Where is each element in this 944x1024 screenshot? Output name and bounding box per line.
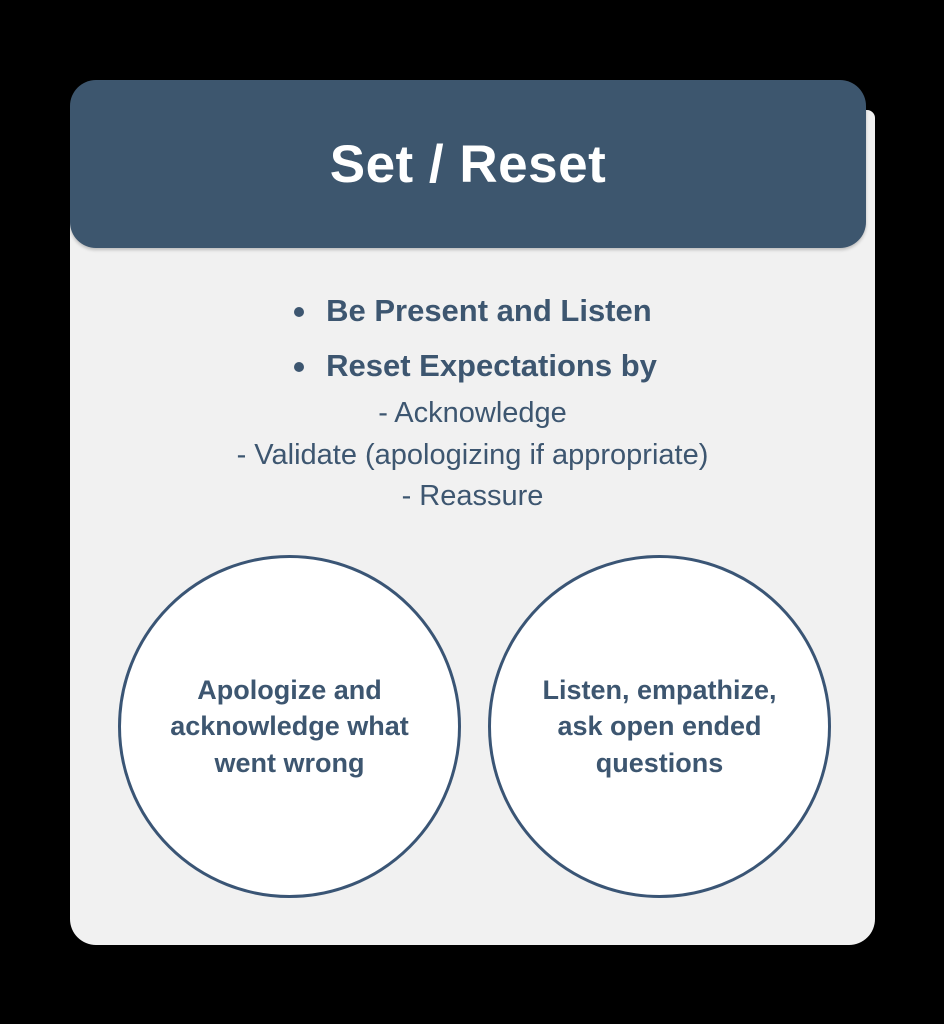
header-banner: Set / Reset <box>70 80 866 248</box>
list-item: - Reassure <box>401 479 544 512</box>
sub-line-list: - Acknowledge - Validate (apologizing if… <box>70 393 875 517</box>
circle-apologize: Apologize and acknowledge what went wron… <box>118 555 461 898</box>
circle-group: Apologize and acknowledge what went wron… <box>70 555 875 900</box>
circle-listen: Listen, empathize, ask open ended questi… <box>488 555 831 898</box>
list-item: - Validate (apologizing if appropriate) <box>236 438 709 471</box>
list-item: Reset Expectations by <box>288 338 657 393</box>
list-item: - Acknowledge <box>378 397 567 430</box>
circle-label: Listen, empathize, ask open ended questi… <box>542 675 777 778</box>
page-title: Set / Reset <box>329 134 607 194</box>
list-item: Be Present and Listen <box>288 283 657 338</box>
bullet-content-block: Be Present and Listen Reset Expectations… <box>70 283 875 517</box>
bullet-list: Be Present and Listen Reset Expectations… <box>288 283 657 393</box>
circle-label: Apologize and acknowledge what went wron… <box>170 675 409 778</box>
